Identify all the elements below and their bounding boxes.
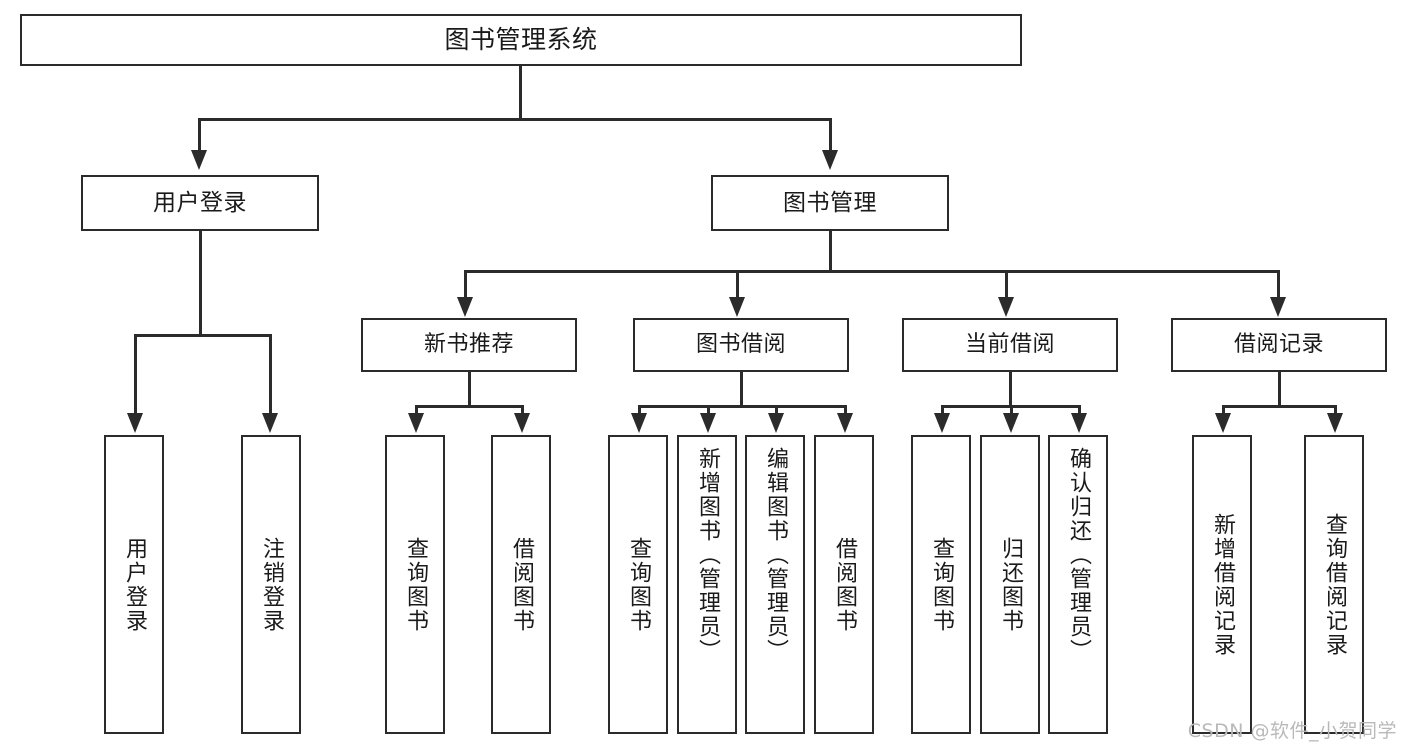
connector-user-login-bus xyxy=(134,334,271,337)
connector-current-borrow-stem xyxy=(1009,372,1012,407)
arrowhead-level2-2 xyxy=(998,297,1014,317)
node-book-borrow[interactable]: 图书借阅 xyxy=(633,318,849,372)
arrowhead-book-borrow-3 xyxy=(837,413,853,433)
connector-drop-new-book-1 xyxy=(521,405,524,415)
leaf-label: 查询图书 xyxy=(928,536,954,633)
node-user-login[interactable]: 用户登录 xyxy=(81,175,319,231)
leaf-label: 注销登录 xyxy=(258,536,284,633)
connector-drop-level2-0 xyxy=(464,270,467,300)
connector-borrow-record-stem xyxy=(1278,372,1281,407)
leaf-label: 查询借阅记录 xyxy=(1321,512,1347,657)
leaf-current-borrow-return[interactable]: 归还图书 xyxy=(980,435,1040,734)
connector-drop-level2-1 xyxy=(736,270,739,300)
leaf-current-borrow-query[interactable]: 查询图书 xyxy=(911,435,971,734)
leaf-borrow-record-query[interactable]: 查询借阅记录 xyxy=(1304,435,1364,734)
node-label: 当前借阅 xyxy=(964,332,1055,358)
arrowhead-level2-1 xyxy=(729,297,745,317)
arrowhead-new-book-1 xyxy=(514,413,530,433)
arrowhead-new-book-0 xyxy=(408,413,424,433)
arrowhead-book-borrow-2 xyxy=(768,413,784,433)
leaf-label: 新增借阅记录 xyxy=(1209,512,1235,657)
node-label: 图书借阅 xyxy=(695,332,786,358)
node-current-borrow[interactable]: 当前借阅 xyxy=(902,318,1118,372)
arrowhead-book-borrow-1 xyxy=(700,413,716,433)
arrowhead-borrow-record-0 xyxy=(1215,413,1231,433)
arrowhead-user-login xyxy=(191,150,207,170)
connector-drop-user-login xyxy=(198,118,201,153)
connector-drop-book-borrow-3 xyxy=(844,405,847,415)
node-label: 用户登录 xyxy=(153,189,247,216)
arrowhead-current-borrow-1 xyxy=(1003,413,1019,433)
node-label: 图书管理 xyxy=(783,189,877,216)
arrowhead-leaf-user-login-1 xyxy=(262,413,278,433)
node-book-management[interactable]: 图书管理 xyxy=(711,175,949,231)
leaf-book-borrow-add-admin[interactable]: 新增图书（管理员） xyxy=(677,435,737,734)
node-label: 图书管理系统 xyxy=(444,24,598,54)
leaf-new-book-query[interactable]: 查询图书 xyxy=(385,435,445,734)
connector-book-borrow-bus xyxy=(638,405,846,408)
connector-drop-borrow-record-0 xyxy=(1222,405,1225,415)
connector-drop-book-borrow-1 xyxy=(707,405,710,415)
leaf-label: 借阅图书 xyxy=(508,536,534,633)
arrowhead-borrow-record-1 xyxy=(1327,413,1343,433)
leaf-book-borrow-borrow[interactable]: 借阅图书 xyxy=(814,435,874,734)
leaf-borrow-record-add[interactable]: 新增借阅记录 xyxy=(1192,435,1252,734)
arrowhead-level2-0 xyxy=(457,297,473,317)
leaf-label: 归还图书 xyxy=(997,536,1023,633)
leaf-label: 新增图书（管理员） xyxy=(694,447,720,663)
connector-level1-bus xyxy=(198,118,832,121)
connector-borrow-record-bus xyxy=(1222,405,1336,408)
connector-drop-current-borrow-2 xyxy=(1078,405,1081,415)
leaf-label: 查询图书 xyxy=(625,536,651,633)
connector-new-book-stem xyxy=(468,372,471,407)
connector-drop-level2-2 xyxy=(1005,270,1008,300)
csdn-watermark: CSDN @软件_小贺同学 xyxy=(1187,720,1397,742)
connector-book-borrow-stem xyxy=(740,372,743,407)
connector-level2-bus xyxy=(464,270,1280,273)
connector-drop-level2-3 xyxy=(1277,270,1280,300)
arrowhead-leaf-user-login-0 xyxy=(127,413,143,433)
connector-drop-book-management xyxy=(829,118,832,153)
arrowhead-current-borrow-0 xyxy=(934,413,950,433)
connector-book-management-stem xyxy=(829,231,832,272)
leaf-label: 借阅图书 xyxy=(831,536,857,633)
leaf-new-book-borrow[interactable]: 借阅图书 xyxy=(491,435,551,734)
connector-drop-current-borrow-1 xyxy=(1010,405,1013,415)
leaf-book-borrow-query[interactable]: 查询图书 xyxy=(608,435,668,734)
node-label: 新书推荐 xyxy=(423,332,514,358)
connector-drop-leaf-user-login-0 xyxy=(134,334,137,415)
connector-new-book-bus xyxy=(415,405,523,408)
arrowhead-book-borrow-0 xyxy=(631,413,647,433)
connector-drop-new-book-0 xyxy=(415,405,418,415)
connector-user-login-stem xyxy=(199,231,202,336)
connector-drop-leaf-user-login-1 xyxy=(269,334,272,415)
leaf-label: 确认归还（管理员） xyxy=(1065,447,1091,663)
node-borrow-record[interactable]: 借阅记录 xyxy=(1171,318,1387,372)
leaf-book-borrow-edit-admin[interactable]: 编辑图书（管理员） xyxy=(745,435,805,734)
leaf-user-login-logout[interactable]: 注销登录 xyxy=(241,435,301,734)
node-root-book-management-system[interactable]: 图书管理系统 xyxy=(20,14,1022,66)
leaf-user-login-login[interactable]: 用户登录 xyxy=(104,435,164,734)
leaf-label: 查询图书 xyxy=(402,536,428,633)
leaf-label: 用户登录 xyxy=(121,536,147,633)
leaf-current-borrow-confirm-admin[interactable]: 确认归还（管理员） xyxy=(1048,435,1108,734)
node-new-book-recommend[interactable]: 新书推荐 xyxy=(361,318,577,372)
arrowhead-level2-3 xyxy=(1270,297,1286,317)
connector-drop-borrow-record-1 xyxy=(1334,405,1337,415)
arrowhead-current-borrow-2 xyxy=(1071,413,1087,433)
connector-root-stem xyxy=(519,66,522,118)
node-label: 借阅记录 xyxy=(1233,332,1324,358)
connector-drop-current-borrow-0 xyxy=(941,405,944,415)
arrowhead-book-management xyxy=(822,150,838,170)
connector-drop-book-borrow-0 xyxy=(638,405,641,415)
connector-drop-book-borrow-2 xyxy=(775,405,778,415)
leaf-label: 编辑图书（管理员） xyxy=(762,447,788,663)
